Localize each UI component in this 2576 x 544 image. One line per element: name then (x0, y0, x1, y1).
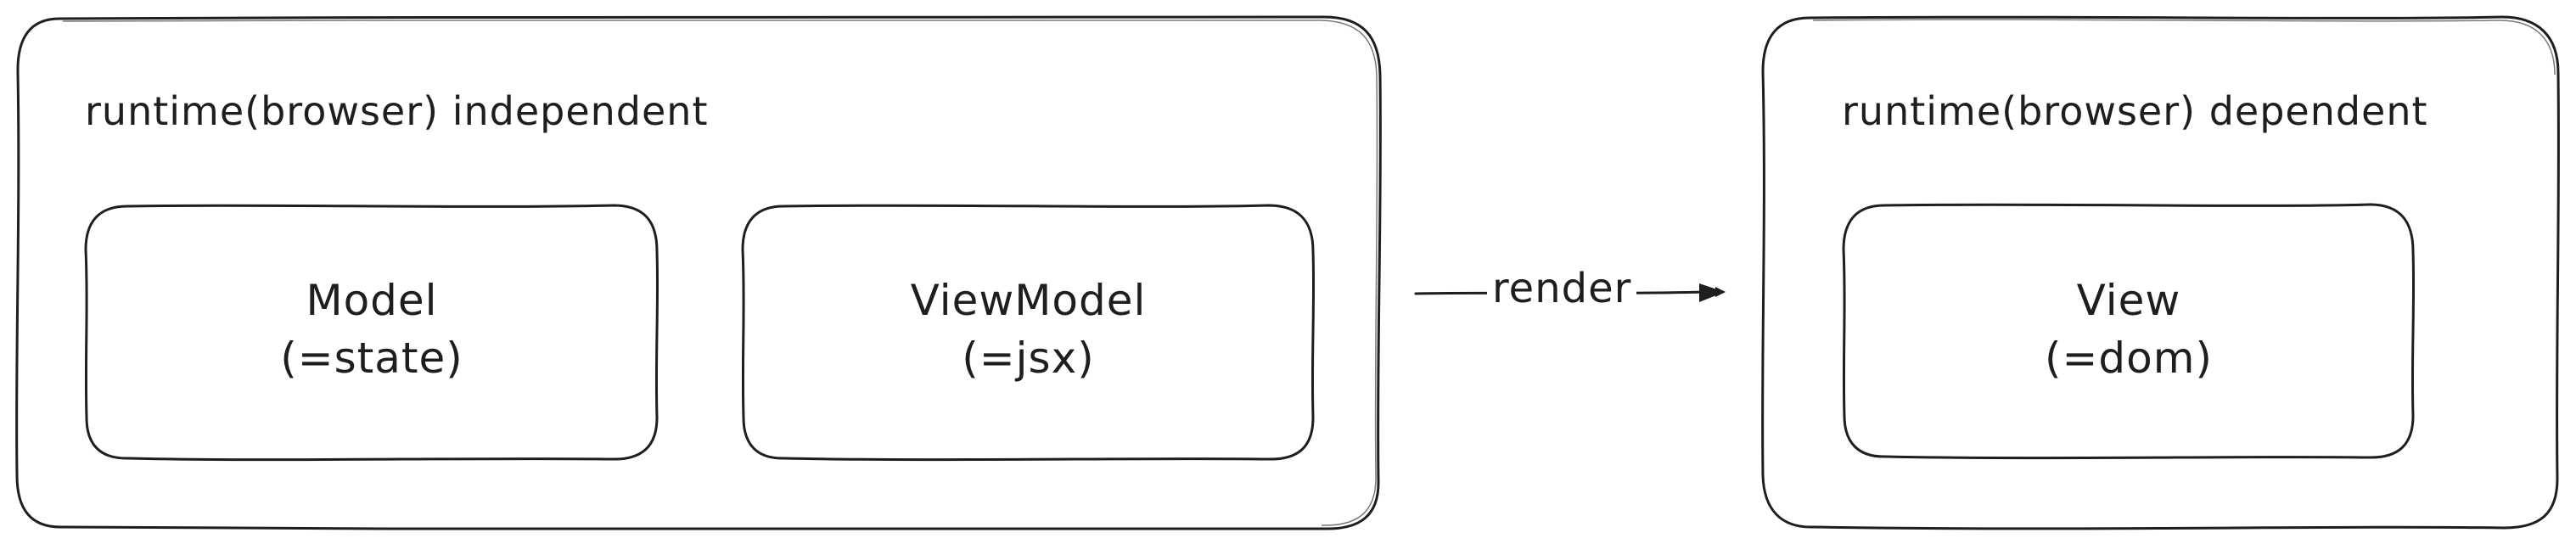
arrowhead-icon (1699, 283, 1725, 302)
model-label: Model (=state) (87, 272, 657, 387)
render-arrow (1414, 283, 1726, 302)
container-dependent (1761, 15, 2560, 530)
container-title-independent: runtime(browser) independent (85, 88, 709, 134)
view-label: View (=dom) (1844, 272, 2413, 387)
viewmodel-box (741, 204, 1316, 462)
container-independent (15, 15, 1382, 530)
view-note: (=dom) (2045, 334, 2213, 383)
render-edge-label: render (1487, 265, 1637, 314)
view-box (1842, 203, 2416, 460)
model-note: (=state) (280, 334, 463, 383)
viewmodel-note: (=jsx) (962, 334, 1095, 383)
view-name: View (2076, 276, 2181, 325)
model-name: Model (306, 276, 438, 325)
model-box (84, 204, 659, 462)
container-title-dependent: runtime(browser) dependent (1842, 88, 2428, 134)
viewmodel-name: ViewModel (910, 276, 1147, 325)
viewmodel-label: ViewModel (=jsx) (744, 272, 1313, 387)
